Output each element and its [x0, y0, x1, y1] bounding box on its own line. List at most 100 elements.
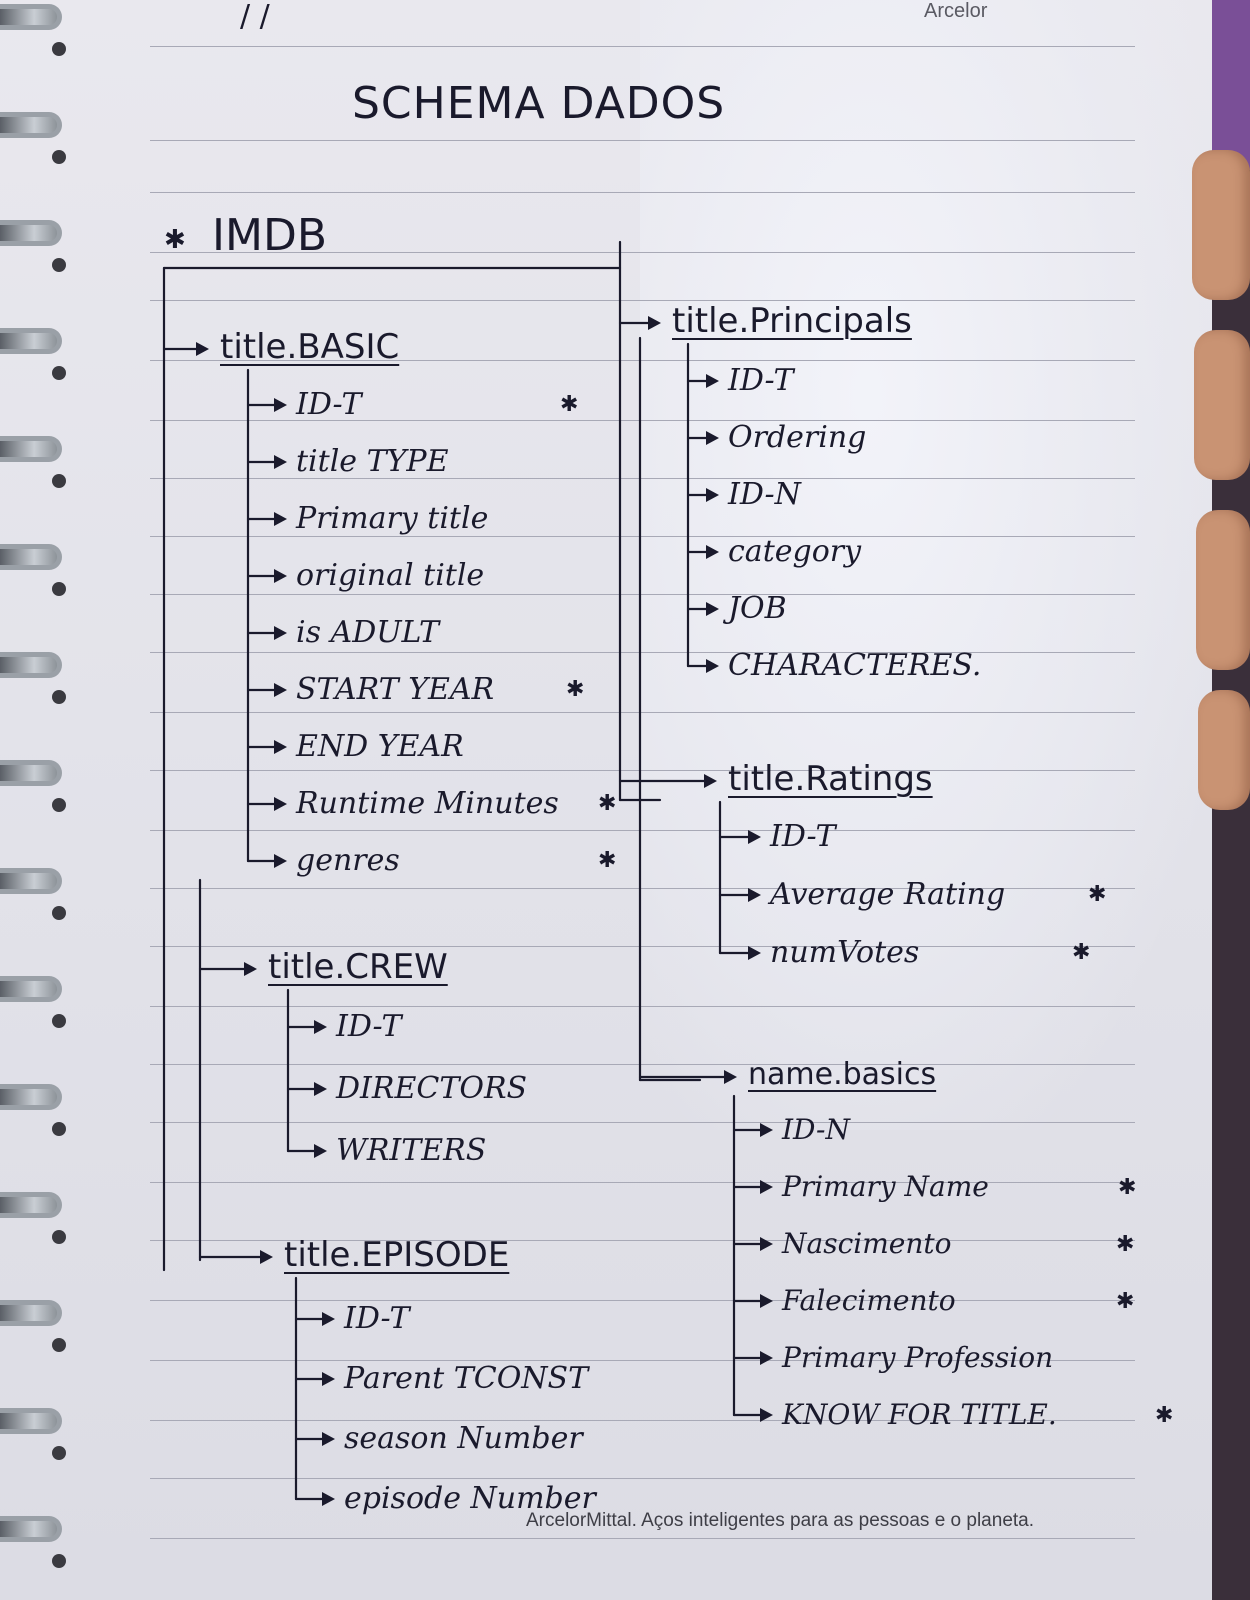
star-icon: ✱	[566, 677, 585, 702]
ruled-line	[150, 252, 1135, 253]
field-arrow-icon	[274, 398, 287, 412]
ruled-line	[150, 1064, 1135, 1065]
spiral-coil	[0, 652, 62, 678]
ruled-line	[150, 1420, 1135, 1421]
spiral-coil	[0, 436, 62, 462]
field-label: Ordering	[728, 420, 867, 455]
table-header: title.Ratings	[728, 759, 933, 799]
table-arrow-icon	[704, 774, 717, 788]
ruled-line	[150, 888, 1135, 889]
field-label: category	[728, 534, 862, 569]
field-arrow-icon	[706, 659, 719, 673]
spiral-coil	[0, 4, 62, 30]
punch-hole	[52, 474, 66, 488]
field-arrow-icon	[706, 602, 719, 616]
punch-hole	[52, 1338, 66, 1352]
field-label: Primary Name	[782, 1170, 989, 1203]
field-label: season Number	[344, 1421, 583, 1456]
field-arrow-icon	[760, 1294, 773, 1308]
punch-hole	[52, 258, 66, 272]
ruled-line	[150, 770, 1135, 771]
ruled-line	[150, 830, 1135, 831]
punch-hole	[52, 1014, 66, 1028]
ruled-line	[150, 420, 1135, 421]
star-icon: ✱	[1116, 1289, 1135, 1314]
field-label: START YEAR	[296, 672, 495, 707]
spiral-coil	[0, 1192, 62, 1218]
punch-hole	[52, 150, 66, 164]
field-label: ID-T	[336, 1009, 402, 1044]
star-icon: ✱	[1155, 1403, 1174, 1428]
finger	[1194, 330, 1250, 480]
field-label: Falecimento	[782, 1284, 956, 1317]
star-icon: ✱	[598, 848, 617, 873]
spiral-coil	[0, 220, 62, 246]
root-label: IMDB	[212, 210, 328, 261]
field-label: genres	[296, 843, 400, 878]
field-label: title TYPE	[296, 444, 449, 479]
field-arrow-icon	[314, 1082, 327, 1096]
footer-slogan: ArcelorMittal. Aços inteligentes para as…	[526, 1510, 1035, 1531]
field-arrow-icon	[760, 1237, 773, 1251]
table-header: title.Principals	[672, 301, 912, 341]
star-icon: ✱	[1088, 882, 1107, 907]
field-label: numVotes	[770, 935, 920, 970]
field-label: DIRECTORS	[336, 1071, 528, 1106]
field-arrow-icon	[760, 1351, 773, 1365]
field-label: episode Number	[344, 1481, 596, 1516]
field-label: JOB	[728, 591, 787, 626]
field-label: Primary Profession	[782, 1341, 1054, 1374]
ruled-line	[150, 360, 1135, 361]
field-label: Runtime Minutes	[296, 786, 559, 821]
spiral-coil	[0, 328, 62, 354]
light-reflection	[640, 0, 1210, 1130]
ruled-line	[150, 1360, 1135, 1361]
field-arrow-icon	[274, 626, 287, 640]
punch-hole	[52, 1446, 66, 1460]
field-arrow-icon	[748, 888, 761, 902]
spiral-coil	[0, 760, 62, 786]
star-icon: ✱	[1072, 940, 1091, 965]
ruled-line	[150, 140, 1135, 141]
ruled-line	[150, 652, 1135, 653]
table-arrow-icon	[196, 342, 209, 356]
field-label: ID-N	[782, 1113, 850, 1146]
ruled-line	[150, 1182, 1135, 1183]
punch-hole	[52, 690, 66, 704]
field-arrow-icon	[274, 512, 287, 526]
page-title: SCHEMA DADOS	[352, 78, 726, 129]
field-label: Average Rating	[770, 877, 1006, 912]
table-header: name.basics	[748, 1057, 937, 1092]
punch-hole	[52, 366, 66, 380]
punch-hole	[52, 798, 66, 812]
ruled-line	[150, 594, 1135, 595]
field-label: ID-T	[728, 363, 794, 398]
table-arrow-icon	[648, 316, 661, 330]
purple-binder	[1212, 0, 1250, 170]
field-arrow-icon	[274, 683, 287, 697]
ruled-line	[150, 536, 1135, 537]
star-icon: ✱	[1118, 1175, 1137, 1200]
field-label: Primary title	[296, 501, 489, 536]
ruled-line	[150, 46, 1135, 47]
field-arrow-icon	[706, 488, 719, 502]
field-label: Parent TCONST	[344, 1361, 589, 1396]
field-label: END YEAR	[296, 729, 464, 764]
ruled-line	[150, 1240, 1135, 1241]
field-arrow-icon	[760, 1180, 773, 1194]
field-label: CHARACTERES.	[728, 648, 982, 683]
field-label: WRITERS	[336, 1133, 487, 1168]
ruled-line	[150, 300, 1135, 301]
punch-hole	[52, 906, 66, 920]
table-arrow-icon	[260, 1250, 273, 1264]
finger	[1196, 510, 1250, 670]
field-arrow-icon	[322, 1312, 335, 1326]
field-arrow-icon	[274, 797, 287, 811]
field-arrow-icon	[314, 1020, 327, 1034]
field-arrow-icon	[760, 1408, 773, 1422]
table-header: title.BASIC	[220, 327, 400, 367]
field-arrow-icon	[314, 1144, 327, 1158]
spiral-coil	[0, 112, 62, 138]
field-arrow-icon	[274, 455, 287, 469]
